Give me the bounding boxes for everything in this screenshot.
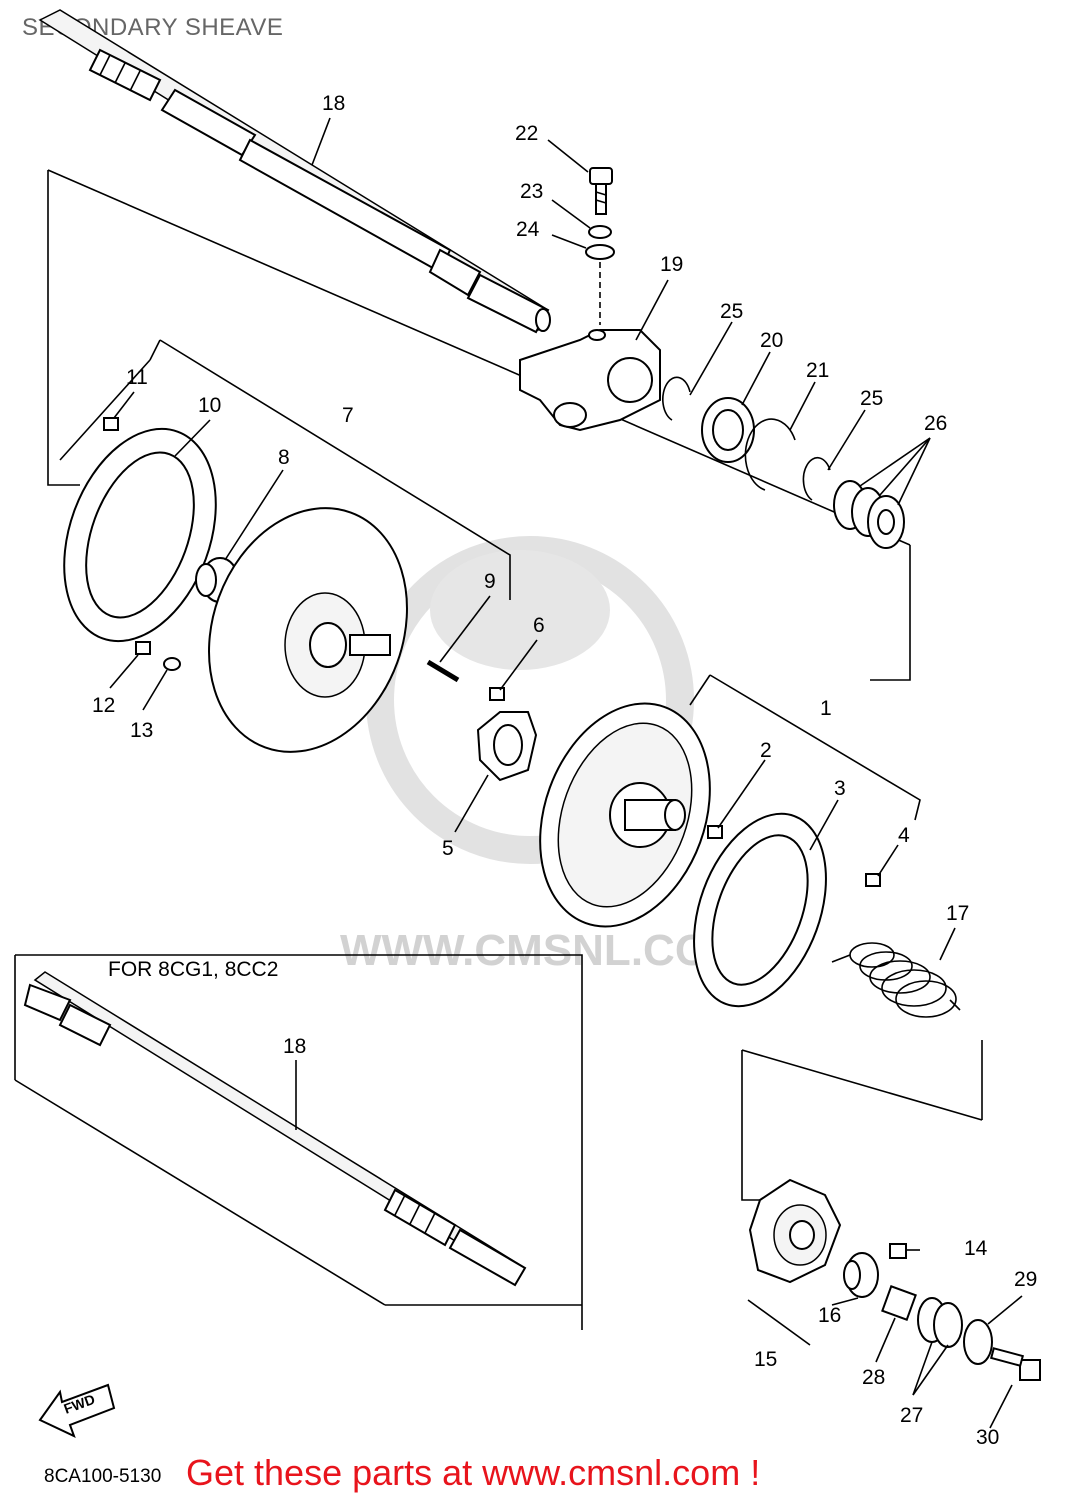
plate-10 [63,427,217,643]
seals-26 [833,480,905,549]
washer-13 [163,657,181,671]
parts-link[interactable]: Get these parts at www.cmsnl.com ! [186,1452,761,1493]
spring-17 [831,942,961,1018]
callout-18-upper: 18 [322,92,345,115]
callout-numbers: 1 2 3 4 5 6 7 8 9 10 11 12 13 14 15 16 1… [92,92,1037,1449]
washer-24 [585,244,615,260]
bolt-12 [135,641,151,655]
callout-2: 2 [760,739,772,762]
callout-29: 29 [1014,1268,1037,1291]
circlip-21 [744,418,796,491]
subassembly-bracket-15 [741,1050,760,1201]
assembly-line-top [47,169,911,546]
callout-24: 24 [516,218,540,241]
callout-14: 14 [964,1237,988,1260]
drive-shaft-lower [23,971,527,1287]
callout-30: 30 [976,1426,999,1449]
bushing-16 [843,1252,879,1298]
callout-21: 21 [806,359,829,382]
bolt-30 [989,1347,1041,1381]
callout-3: 3 [834,777,846,800]
callout-13: 13 [130,719,153,742]
seals-27 [917,1297,963,1348]
bolt-2 [707,825,723,839]
diagram-code: 8CA100-5130 [44,1466,162,1487]
callout-9: 9 [484,570,496,593]
callout-5: 5 [442,837,454,860]
subassembly-bracket-1 [709,674,921,821]
nut-14 [889,1243,907,1259]
watermark-text: WWW.CMSNL.COM [340,926,746,975]
callout-7: 7 [342,404,354,427]
bolt-6 [489,687,505,701]
variant-box [15,954,583,1330]
washer-23 [588,225,612,239]
bolt-22 [589,167,613,215]
assembly-bracket-main [47,170,80,486]
circlip-25b [802,456,831,501]
callout-1: 1 [820,697,832,720]
callout-20: 20 [760,329,783,352]
subassembly-bracket-7 [159,339,511,600]
gasket-5 [476,711,538,782]
stud-9 [426,659,460,683]
watermark: WWW.CMSNL.COM [340,536,746,975]
variant-note: FOR 8CG1, 8CC2 [108,958,278,981]
sliding-sheave-1 [539,702,711,928]
callout-25b: 25 [860,387,883,410]
callout-22: 22 [515,122,538,145]
callout-27: 27 [900,1404,923,1427]
fixed-sheave-7 [208,507,408,753]
callout-26: 26 [924,412,947,435]
callout-10: 10 [198,394,221,417]
callout-6: 6 [533,614,545,637]
washer-29 [963,1319,993,1365]
bolt-11 [103,417,119,431]
leader-lines [109,117,1023,1429]
collar-28 [881,1285,917,1321]
callout-4: 4 [898,824,910,847]
callout-12: 12 [92,694,115,717]
callout-11: 11 [126,366,148,389]
callout-28: 28 [862,1366,885,1389]
drive-shaft-upper [38,9,551,334]
circlip-25a [662,376,691,421]
assembly-bracket-right [870,545,911,681]
cam-15 [748,1178,842,1284]
bracket-19 [519,329,661,432]
callout-8: 8 [278,446,290,469]
bolt-4 [865,873,881,887]
callout-18-lower: 18 [283,1035,306,1058]
callout-25a: 25 [720,300,743,323]
callout-23: 23 [520,180,543,203]
callout-15: 15 [754,1348,777,1371]
callout-16: 16 [818,1304,841,1327]
bearing-20 [701,397,755,463]
callout-17: 17 [946,902,969,925]
callout-19: 19 [660,253,683,276]
fwd-arrow-icon: FWD [38,1383,116,1438]
plate-3 [693,812,827,1008]
